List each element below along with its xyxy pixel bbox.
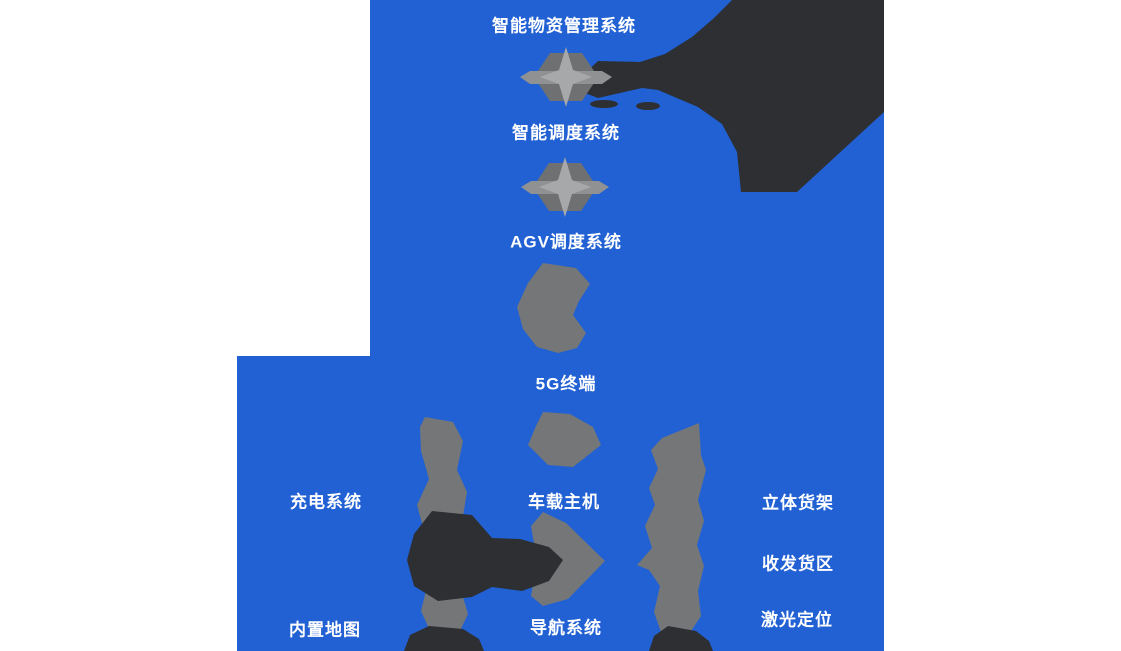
label-cargo-area: 收发货区 [762,554,834,574]
label-builtin-map: 内置地图 [289,620,361,640]
label-charging-system: 充电系统 [290,492,362,512]
star-emblem-icon [520,47,612,107]
dark-fleck [590,100,618,108]
label-smart-dispatch-system: 智能调度系统 [512,123,620,143]
label-laser-positioning: 激光定位 [761,610,833,630]
dark-fleck [636,102,660,110]
star-emblem-icon [521,157,609,217]
dark-blob-bottom-left [404,626,484,651]
label-smart-material-system: 智能物资管理系统 [492,16,636,36]
dark-blob-bottom-right [649,626,713,651]
label-stereo-shelf: 立体货架 [762,493,834,513]
gray-arrowhead [531,512,605,606]
star-emblem-star [540,47,592,107]
label-5g-terminal: 5G终端 [535,374,597,394]
gray-blob-agv [517,263,590,353]
dark-blob-center [407,511,563,601]
label-vehicle-host: 车载主机 [528,492,600,512]
label-navigation-system: 导航系统 [530,618,602,638]
gray-blob-5g-terminal [528,412,601,467]
label-agv-dispatch-system: AGV调度系统 [510,232,622,252]
gray-band-right [637,423,706,632]
dark-silhouette-top-right [582,0,884,192]
star-emblem-star [539,157,591,217]
